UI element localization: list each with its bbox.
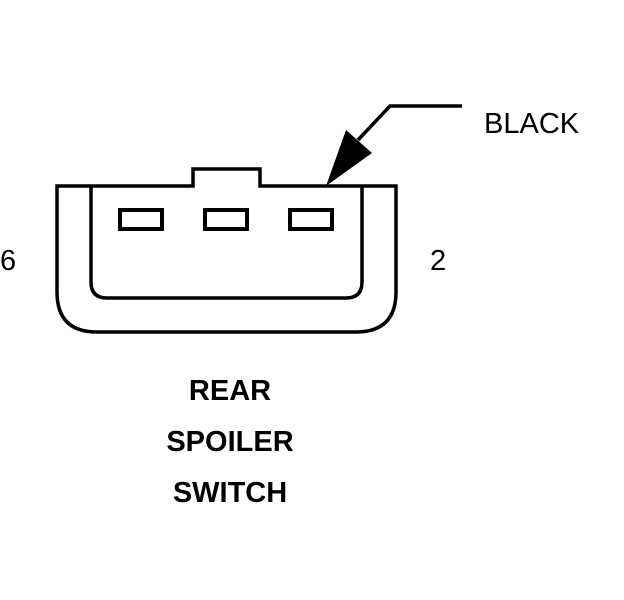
terminal-slot-3 [288, 208, 334, 231]
connector-title-line-1: REAR [188, 375, 272, 407]
terminal-slot-2 [203, 208, 249, 231]
connector-title-line-2: SPOILER [166, 426, 294, 458]
connector-inner-cavity [89, 186, 364, 300]
connector-title-line-3: SWITCH [172, 477, 288, 509]
pin-number-right: 2 [430, 245, 447, 277]
callout-leader-line [356, 104, 462, 142]
connector-housing-outline [55, 167, 398, 334]
terminal-slot-1 [118, 208, 164, 231]
wire-color-label: BLACK [484, 108, 580, 140]
pin-number-left: 6 [0, 245, 17, 277]
callout-arrowhead [326, 130, 372, 186]
